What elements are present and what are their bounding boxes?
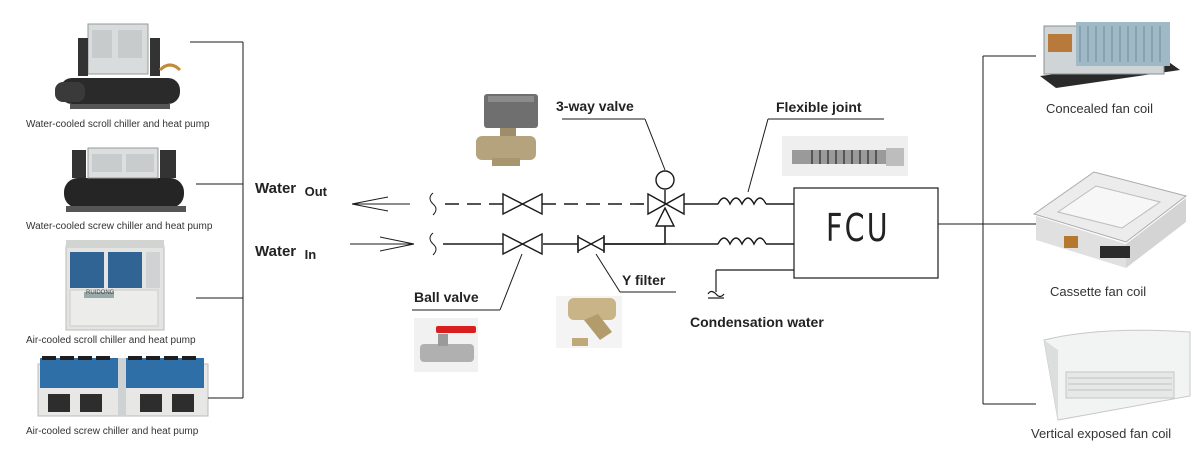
condensation-drain <box>707 269 794 299</box>
supply-pipe <box>443 203 794 245</box>
caption-vertical-exposed-fan-coil: Vertical exposed fan coil <box>1031 426 1172 441</box>
caption-water-cooled-screw: Water-cooled screw chiller and heat pump <box>26 221 213 232</box>
ball-valve-image <box>414 318 478 372</box>
fcu-box <box>793 187 939 279</box>
flexible-joint-image <box>782 136 908 176</box>
three-way-valve-image <box>476 94 538 166</box>
flexible-joint-symbols <box>717 197 767 246</box>
caption-water-cooled-scroll: Water-cooled scroll chiller and heat pum… <box>26 119 210 130</box>
condensation-water-label: Condensation water <box>690 314 824 330</box>
water-out-label: Water Out <box>255 180 327 199</box>
water-out-word: Water <box>255 180 297 197</box>
leader-lines <box>412 118 884 311</box>
y-filter-label: Y filter <box>622 272 666 288</box>
brand-badge: RUIDONG <box>86 290 115 296</box>
three-way-valve-label: 3-way valve <box>556 98 634 114</box>
three-way-valve-symbol <box>647 170 685 227</box>
water-in-word: Water <box>255 243 297 260</box>
cassette-fan-coil-image <box>1032 171 1188 268</box>
air-cooled-screw-chiller-image <box>37 356 209 417</box>
caption-cassette-fan-coil: Cassette fan coil <box>1050 284 1147 299</box>
y-filter-symbol <box>577 235 605 253</box>
water-in-arrow <box>350 236 415 252</box>
water-cooled-scroll-chiller-image <box>55 23 182 109</box>
y-filter-image <box>556 296 622 348</box>
water-in-sub: In <box>304 247 317 262</box>
air-cooled-scroll-chiller-image <box>65 240 165 331</box>
fcu-label: FCU <box>826 206 890 250</box>
pipe-break-out <box>429 192 437 216</box>
water-in-label: Water In <box>255 243 317 262</box>
right-bracket <box>938 55 1036 405</box>
flexible-joint-label: Flexible joint <box>776 99 862 115</box>
water-out-sub: Out <box>304 184 327 199</box>
return-ball-valve-symbol <box>502 192 543 216</box>
caption-air-cooled-screw: Air-cooled screw chiller and heat pump <box>26 426 199 437</box>
pipe-break-in <box>429 232 437 256</box>
left-bracket <box>190 41 244 399</box>
vertical-exposed-fan-coil-image <box>1043 329 1191 421</box>
caption-air-cooled-scroll: Air-cooled scroll chiller and heat pump <box>26 335 196 346</box>
supply-ball-valve-symbol <box>502 232 543 256</box>
water-cooled-screw-chiller-image <box>64 147 186 212</box>
water-out-arrow <box>351 196 410 212</box>
caption-concealed-fan-coil: Concealed fan coil <box>1046 101 1153 116</box>
concealed-fan-coil-image <box>1040 22 1180 88</box>
ball-valve-label: Ball valve <box>414 289 479 305</box>
